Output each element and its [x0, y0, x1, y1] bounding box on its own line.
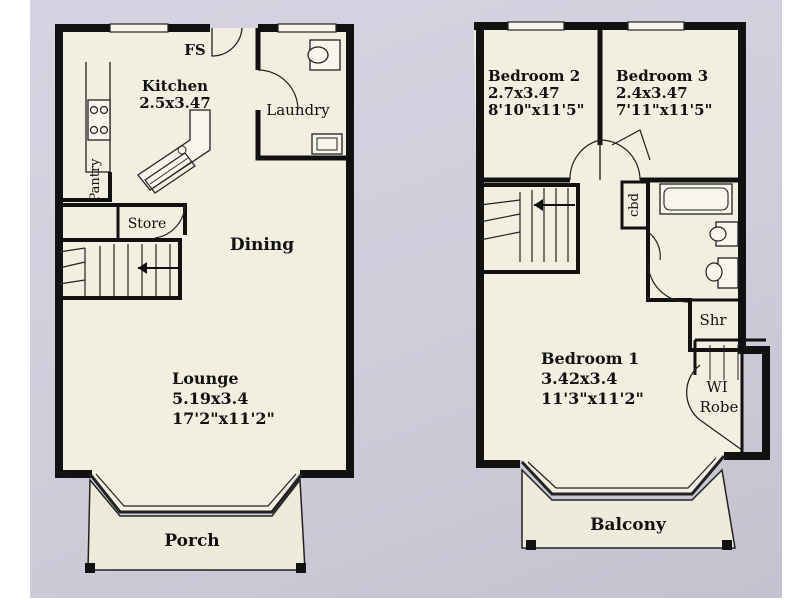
first-floor-plan: Bedroom 2 2.7x3.47 8'10"x11'5" Bedroom 3… [474, 21, 770, 550]
bedroom2-label: Bedroom 2 [488, 67, 580, 85]
lounge-dims-metric: 5.19x3.4 [172, 389, 248, 408]
first-floor-outer-wall [474, 22, 770, 468]
ground-floor-plan: FS Kitchen 2.5x3.47 Laundry Pantry Store… [55, 23, 354, 573]
first-floor-stairs [480, 183, 580, 274]
bedroom1-label: Bedroom 1 [541, 349, 639, 368]
pantry-label: Pantry [88, 158, 103, 202]
bedroom3-dims-metric: 2.4x3.47 [616, 84, 688, 102]
cbd-label: cbd [627, 193, 642, 217]
balcony-area [521, 468, 736, 549]
lounge-bay-window [88, 473, 304, 514]
lounge-label: Lounge [172, 369, 239, 388]
bedroom3-dims-imperial: 7'11"x11'5" [616, 101, 712, 119]
ground-floor-stairs [59, 238, 182, 300]
bedroom2-dims-metric: 2.7x3.47 [488, 84, 560, 102]
fs-label: FS [184, 41, 205, 59]
balcony-label: Balcony [590, 515, 667, 535]
kitchen-label: Kitchen [142, 77, 208, 95]
lounge-dims-imperial: 17'2"x11'2" [172, 409, 275, 428]
shower-label: Shr [699, 311, 727, 329]
ground-floor-interior [59, 28, 350, 512]
wi-robe-label-line2: Robe [700, 398, 739, 416]
kitchen-dims: 2.5x3.47 [139, 94, 211, 112]
laundry-label: Laundry [266, 101, 330, 119]
dining-label: Dining [230, 235, 294, 255]
bedroom1-dims-metric: 3.42x3.4 [541, 369, 617, 388]
store-label: Store [128, 216, 167, 232]
bedroom1-dims-imperial: 11'3"x11'2" [541, 389, 644, 408]
bedroom3-label: Bedroom 3 [616, 67, 708, 85]
porch-label: Porch [164, 531, 219, 551]
bedroom1-bay-window [520, 455, 726, 496]
wi-robe-label-line1: WI [706, 378, 727, 396]
first-floor-interior [474, 26, 742, 494]
bedroom2-dims-imperial: 8'10"x11'5" [488, 101, 584, 119]
